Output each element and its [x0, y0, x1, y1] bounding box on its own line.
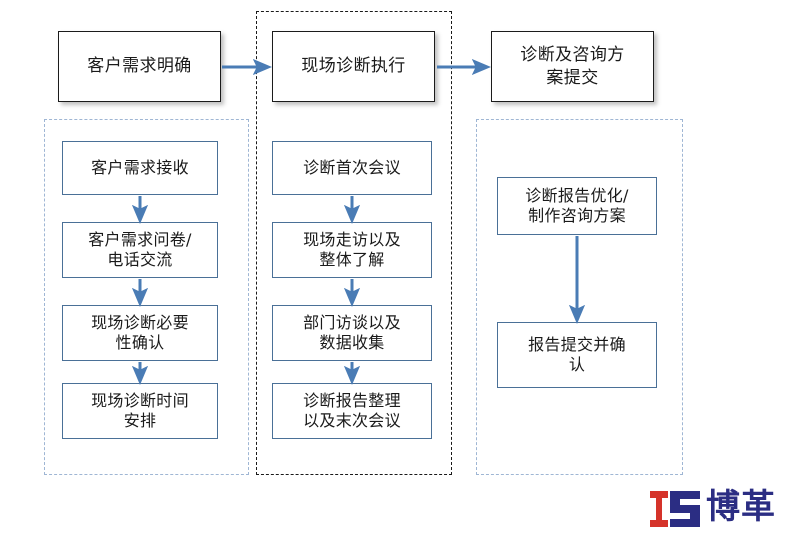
- top-node-phase2-label: 现场诊断执行: [301, 56, 406, 77]
- step-node-2-4[interactable]: 诊断报告整理以及末次会议: [272, 383, 432, 439]
- step-node-1-2[interactable]: 客户需求问卷/电话交流: [62, 222, 218, 278]
- step-node-1-4[interactable]: 现场诊断时间安排: [62, 383, 218, 439]
- top-node-phase2[interactable]: 现场诊断执行: [272, 31, 435, 102]
- phase-container-1: [44, 119, 249, 475]
- step-node-1-2-label: 客户需求问卷/电话交流: [88, 229, 192, 269]
- step-node-1-4-label: 现场诊断时间安排: [91, 390, 189, 430]
- step-node-1-3[interactable]: 现场诊断必要性确认: [62, 305, 218, 361]
- step-node-1-3-label: 现场诊断必要性确认: [91, 312, 189, 352]
- logo-wordmark: 博革: [706, 487, 776, 527]
- step-node-2-2-label: 现场走访以及整体了解: [303, 229, 401, 269]
- step-node-2-3[interactable]: 部门访谈以及数据收集: [272, 305, 432, 361]
- step-node-2-3-label: 部门访谈以及数据收集: [303, 312, 401, 352]
- step-node-1-1-label: 客户需求接收: [91, 157, 189, 177]
- step-node-2-1[interactable]: 诊断首次会议: [272, 141, 432, 195]
- step-node-2-1-label: 诊断首次会议: [303, 157, 401, 177]
- step-node-3-1-label: 诊断报告优化/制作咨询方案: [525, 185, 629, 225]
- step-node-3-2[interactable]: 报告提交并确认: [497, 322, 657, 388]
- logo-mark-icon: [650, 491, 700, 527]
- step-node-2-4-label: 诊断报告整理以及末次会议: [303, 390, 401, 430]
- step-node-3-2-label: 报告提交并确认: [528, 334, 626, 374]
- step-node-2-2[interactable]: 现场走访以及整体了解: [272, 222, 432, 278]
- top-node-phase1-label: 客户需求明确: [87, 56, 192, 77]
- phase-container-2: [256, 11, 452, 475]
- top-node-phase1[interactable]: 客户需求明确: [58, 31, 221, 102]
- step-node-3-1[interactable]: 诊断报告优化/制作咨询方案: [497, 177, 657, 235]
- brand-logo: 博革: [648, 487, 784, 531]
- phase-container-3: [476, 119, 683, 475]
- top-node-phase3[interactable]: 诊断及咨询方案提交: [491, 31, 654, 102]
- top-node-phase3-label: 诊断及咨询方案提交: [520, 45, 625, 88]
- step-node-1-1[interactable]: 客户需求接收: [62, 141, 218, 195]
